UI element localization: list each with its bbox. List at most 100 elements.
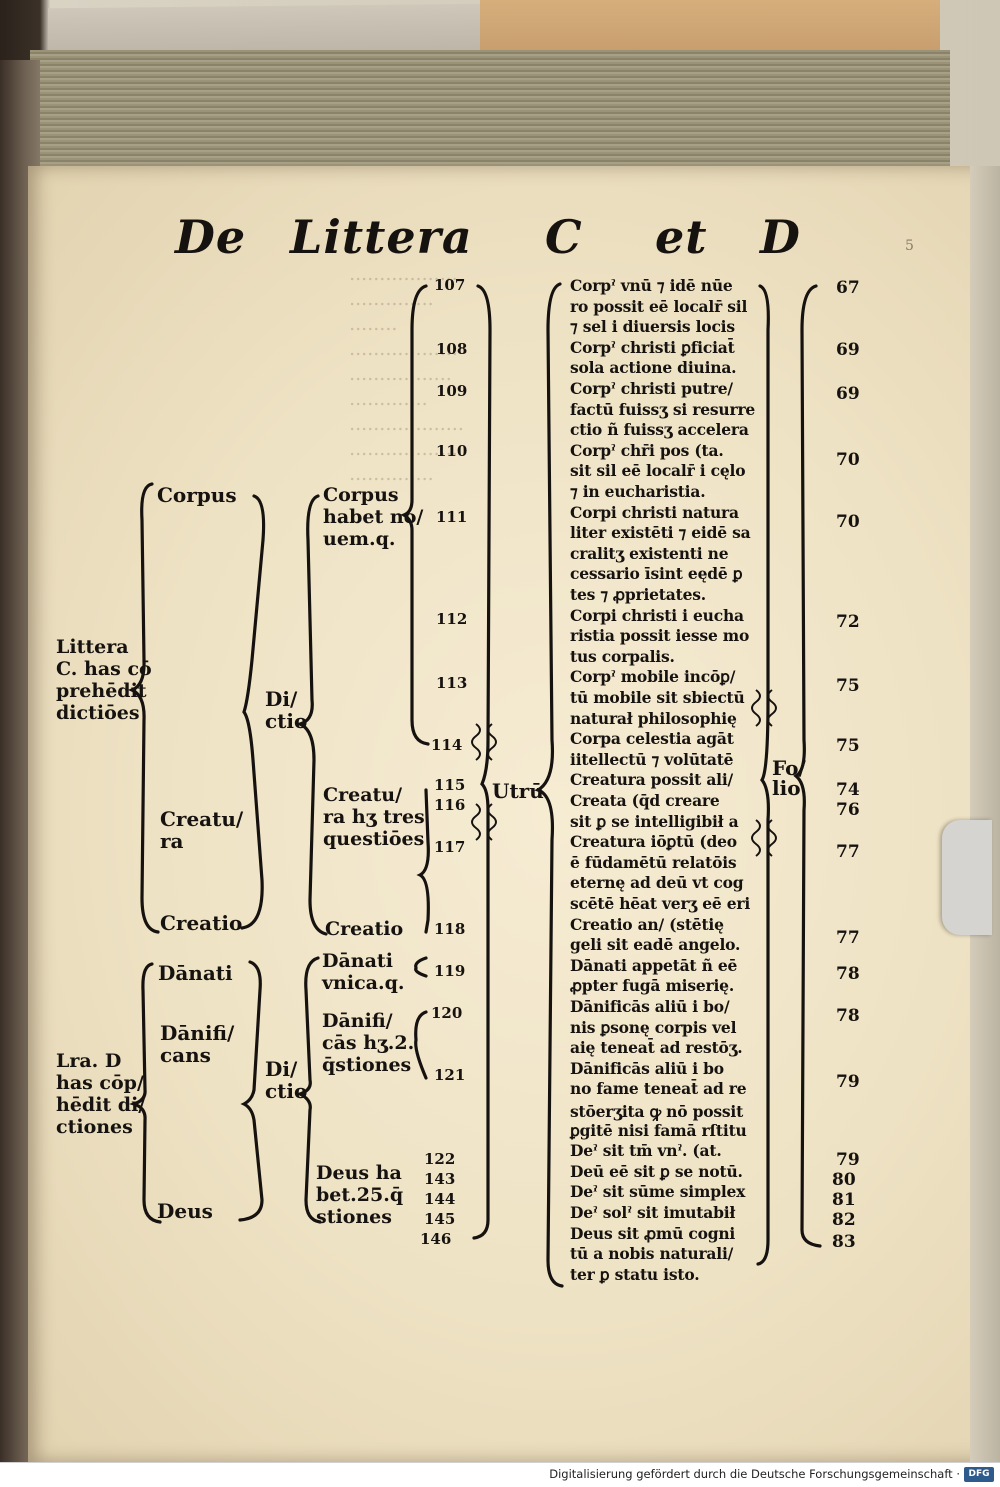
text-line: Corpˀ mobile incōꝑ/ [570, 667, 735, 686]
text-line: nis ꝑsonę corpis vel [570, 1018, 736, 1037]
word-deus: Deus [157, 1200, 213, 1222]
folio-number: 69 [836, 340, 860, 360]
qnum-144: 144 [424, 1190, 455, 1208]
qnum-119: 119 [434, 962, 465, 980]
text-line: eternę ad deū vt cog [570, 873, 743, 892]
text-line: sit sil eē localr̄ i cęlo [570, 461, 745, 480]
folio-number: 77 [836, 842, 860, 862]
text-line: Creatura possit ali/ [570, 770, 733, 789]
text-line: Corpi christi i eucha [570, 606, 744, 625]
text-line: ter ꝑ statu isto. [570, 1265, 699, 1284]
footer-credit: Digitalisierung gefördert durch die Deut… [549, 1467, 960, 1481]
danificans-questions: Dānifi/cās hʒ.2.q̄stiones [322, 1010, 414, 1076]
text-line: Corpˀ christi putre/ [570, 379, 733, 398]
folio-number: 74 [836, 780, 860, 800]
folio-number: 78 [836, 1006, 860, 1026]
folio-number: 75 [836, 736, 860, 756]
text-line: aię teneat̄ ad restōʒ. [570, 1038, 742, 1057]
header-word-de: De [175, 210, 246, 264]
text-line: iitellectū ⁊ volūtatē [570, 750, 733, 769]
header-letter-d: D [760, 210, 801, 264]
qnum-146: 146 [420, 1230, 451, 1248]
text-line: Creatio an/ (stētię [570, 915, 724, 934]
folio-number: 78 [836, 964, 860, 984]
qnum-122: 122 [424, 1150, 455, 1168]
qnum-116: 116 [434, 796, 465, 814]
text-line: ctio ñ fuissʒ accelera [570, 420, 749, 439]
text-line: naturał philosophię [570, 709, 737, 728]
header-letter-c: C [545, 210, 583, 264]
folio-number: 77 [836, 928, 860, 948]
word-danati: Dānati [158, 962, 233, 984]
qnum-107: 107 [434, 276, 465, 294]
text-line: Creatura iōꝑtū (deo [570, 832, 737, 851]
dictio-label-2: Di/ctio [265, 1058, 307, 1102]
word-creatio: Creatio [160, 912, 242, 934]
text-line: liter existēti ⁊ eidē sa [570, 523, 750, 542]
word-corpus: Corpus [157, 484, 237, 506]
creatio-question: Creatio [325, 918, 403, 940]
text-line: tū a nobis naturali/ [570, 1244, 733, 1263]
folio-number: 70 [836, 450, 860, 470]
text-line: Corpi christi natura [570, 503, 739, 522]
qnum-113: 113 [436, 674, 467, 692]
folio-number: 79 [836, 1150, 860, 1170]
text-line: tes ⁊ ꝓprietates. [570, 585, 706, 604]
folio-number: 81 [832, 1190, 856, 1210]
qnum-109: 109 [436, 382, 467, 400]
text-line: ristia possit iesse mo [570, 626, 749, 645]
qnum-117: 117 [434, 838, 465, 856]
text-line: tus corpalis. [570, 647, 675, 666]
text-line: Corpa celestia agāt [570, 729, 734, 748]
text-line: ⁊ in eucharistia. [570, 482, 705, 501]
text-line: Dānati appetāt ñ eē [570, 956, 737, 975]
header-word-littera: Littera [290, 210, 473, 264]
folio-number: 69 [836, 384, 860, 404]
qnum-145: 145 [424, 1210, 455, 1228]
folio-number: 82 [832, 1210, 856, 1230]
qnum-121: 121 [434, 1066, 465, 1084]
qnum-120: 120 [431, 1004, 462, 1022]
text-line: ē fūdamētū relatōis [570, 853, 736, 872]
text-line: Deˀ sit tm̄ vnˀ. (at. [570, 1141, 722, 1160]
text-line: Dānificās aliū i bo [570, 1059, 724, 1078]
folio-number: 72 [836, 612, 860, 632]
qnum-114: 114 [431, 736, 462, 754]
folio-number: 83 [832, 1232, 856, 1252]
text-line: Corpˀ chr̄i pos (ta. [570, 441, 724, 460]
qnum-143: 143 [424, 1170, 455, 1188]
paper-clip [942, 820, 992, 935]
pencil-page-number: 5 [905, 238, 914, 254]
text-line: ꝑgitē nisi famā rſtitu [570, 1121, 747, 1140]
folio-number: 76 [836, 800, 860, 820]
text-line: geli sit eadē angelo. [570, 935, 740, 954]
text-line: Dānificās aliū i bo/ [570, 997, 729, 1016]
text-line: Deˀ sit sūme simplex [570, 1182, 745, 1201]
qnum-111: 111 [436, 508, 467, 526]
qnum-118: 118 [434, 920, 465, 938]
text-line: ⁊ sel i diuersis locis [570, 317, 735, 336]
text-line: Deus sit ꝓmū cogni [570, 1224, 735, 1243]
text-line: ro possit eē localr̄ sil [570, 297, 747, 316]
text-line: Deū eē sit ꝑ se notū. [570, 1162, 743, 1181]
folio-number: 75 [836, 676, 860, 696]
qnum-115: 115 [434, 776, 465, 794]
qnum-110: 110 [436, 442, 467, 460]
text-line: Corpˀ vnū ⁊ idē nūe [570, 276, 733, 295]
page-edges [30, 50, 950, 178]
text-line: Corpˀ christi ꝑficiat̄ [570, 338, 735, 357]
word-danificans: Dānifi/cans [160, 1022, 234, 1066]
text-line: factū fuissʒ si resurre [570, 400, 755, 419]
text-line: ꝓpter fugā miserię. [570, 976, 734, 995]
text-line: scētē hēat verʒ eē eri [570, 894, 750, 913]
text-line: no fame teneat̄ ad re [570, 1079, 746, 1098]
header-word-et: et [655, 210, 708, 264]
text-line: sola actione diuina. [570, 358, 736, 377]
qnum-112: 112 [436, 610, 467, 628]
